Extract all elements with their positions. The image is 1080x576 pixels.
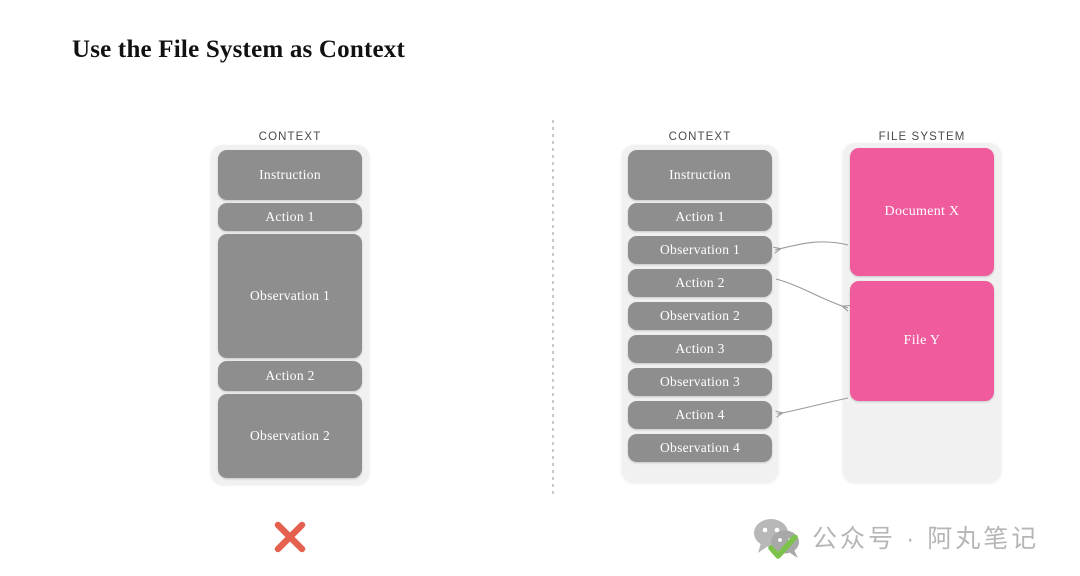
file-system-panel-heading: FILE SYSTEM: [878, 131, 966, 143]
left-block-observation-1[interactable]: Observation 1: [218, 234, 362, 358]
right-block-action-1[interactable]: Action 1: [628, 203, 772, 231]
right-block-instruction[interactable]: Instruction: [628, 150, 772, 200]
file-block-file-y[interactable]: File Y: [850, 281, 994, 401]
right-block-observation-2[interactable]: Observation 2: [628, 302, 772, 330]
watermark-text: 公众号 · 阿丸笔记: [812, 525, 1040, 553]
left-panel-heading: CONTEXT: [258, 131, 322, 143]
wechat-bubbles-icon: [754, 519, 799, 558]
left-block-action-1[interactable]: Action 1: [218, 203, 362, 231]
right-block-action-4[interactable]: Action 4: [628, 401, 772, 429]
right-block-action-2[interactable]: Action 2: [628, 269, 772, 297]
connector-document-x-to-observation-1: [775, 241, 849, 250]
left-block-observation-2[interactable]: Observation 2: [218, 394, 362, 478]
connector-file-y-to-action-4: [777, 397, 849, 414]
connector-action-2-to-file-y: [775, 278, 848, 308]
right-context-panel-heading: CONTEXT: [668, 131, 732, 143]
left-block-instruction[interactable]: Instruction: [218, 150, 362, 200]
watermark: 公众号 · 阿丸笔记: [752, 510, 1039, 564]
right-block-action-3[interactable]: Action 3: [628, 335, 772, 363]
file-block-document-x[interactable]: Document X: [850, 148, 994, 276]
left-block-action-2[interactable]: Action 2: [218, 361, 362, 391]
green-check-icon: [768, 535, 798, 559]
right-block-observation-1[interactable]: Observation 1: [628, 236, 772, 264]
right-block-observation-4[interactable]: Observation 4: [628, 434, 772, 462]
vertical-dotted-divider: [552, 120, 554, 495]
right-block-observation-3[interactable]: Observation 3: [628, 368, 772, 396]
cross-mark-icon: [274, 521, 306, 553]
page-title: Use the File System as Context: [72, 36, 406, 63]
